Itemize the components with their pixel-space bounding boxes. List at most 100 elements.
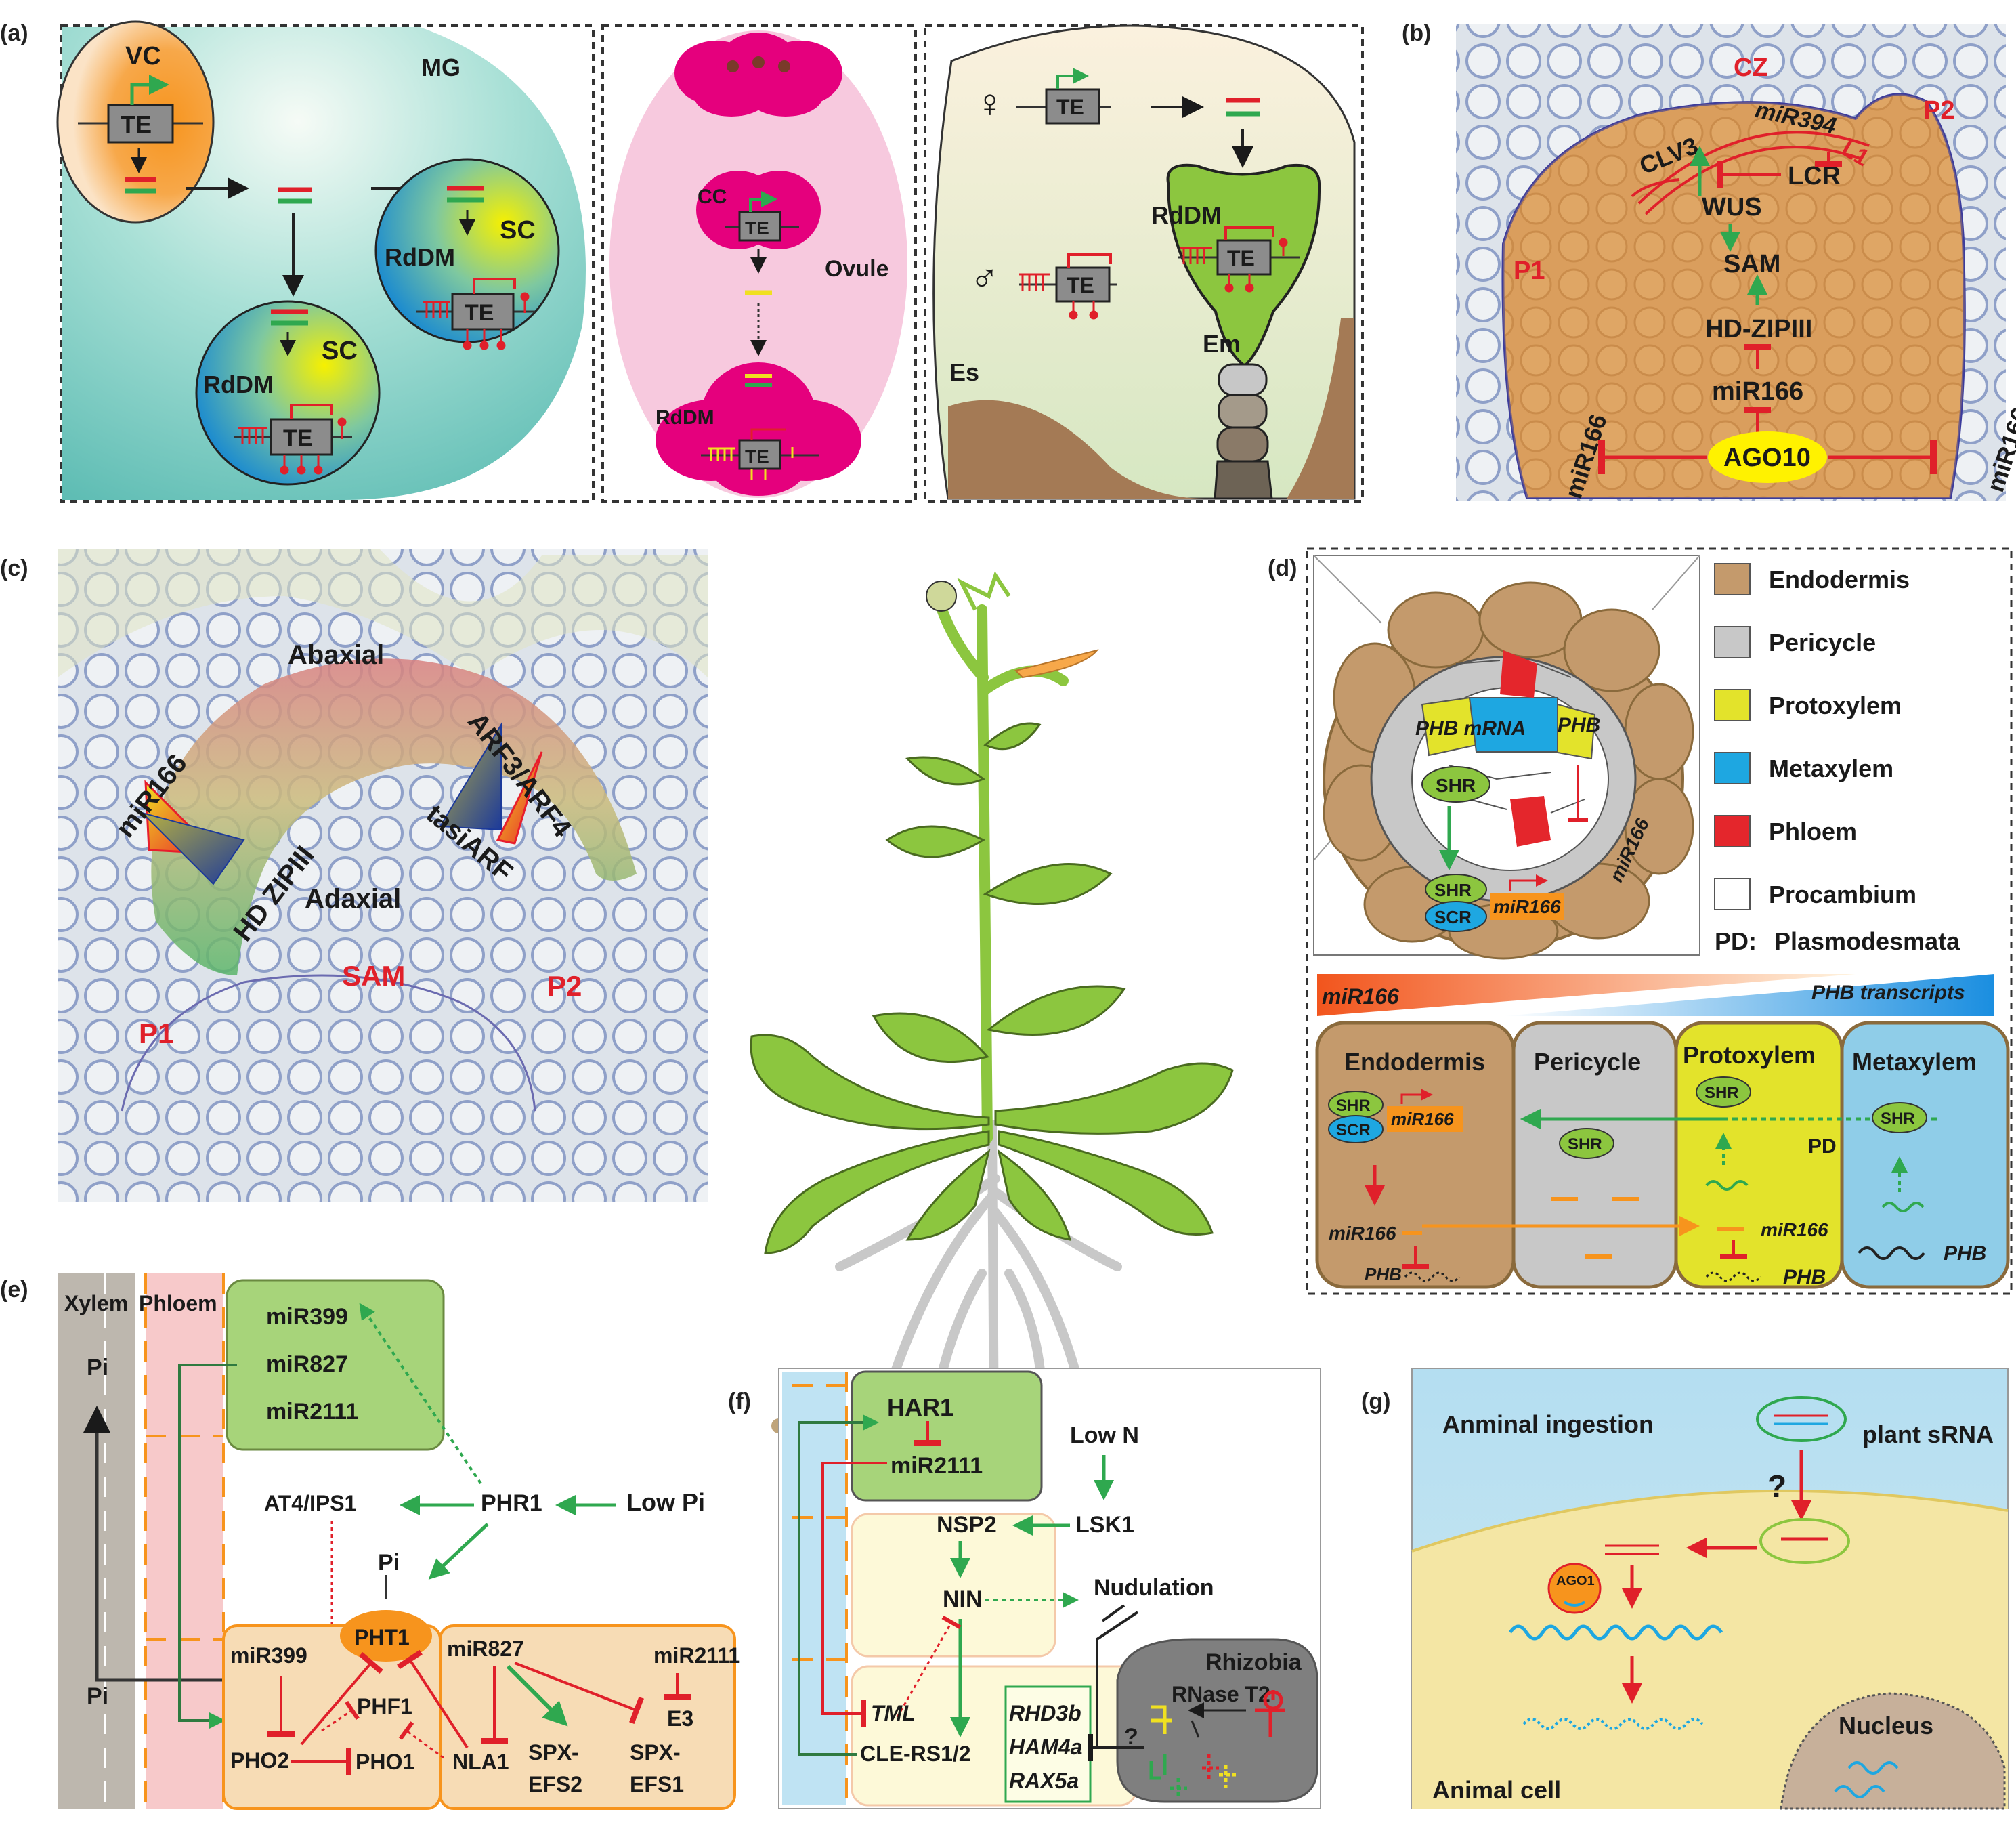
svg-text:RHD3b: RHD3b (1009, 1701, 1081, 1725)
svg-text:SAM: SAM (1723, 250, 1780, 278)
legend-label-endodermis: Endodermis (1769, 566, 1910, 593)
svg-text:PHF1: PHF1 (357, 1694, 412, 1718)
svg-text:E3: E3 (667, 1706, 693, 1731)
panel-g-label: (g) (1361, 1389, 1390, 1414)
svg-text:RdDM: RdDM (203, 371, 274, 398)
arabidopsis-plant (750, 571, 1234, 1658)
shr-oval (1421, 766, 1490, 803)
target-genes-box (1004, 1685, 1092, 1803)
svg-text:LCR: LCR (1788, 162, 1841, 190)
panel-d-label: (d) (1268, 555, 1297, 581)
svg-text:RAX5a: RAX5a (1009, 1769, 1079, 1793)
legend-pd-value: Plasmodesmata (1774, 927, 1960, 955)
svg-text:LSK1: LSK1 (1075, 1512, 1134, 1538)
svg-text:miR166: miR166 (1761, 1219, 1828, 1240)
legend-swatch-procambium (1714, 878, 1751, 910)
mir166-gradient (1317, 974, 1856, 1016)
svg-text:HAR1: HAR1 (887, 1393, 953, 1421)
har1-box (851, 1370, 1043, 1502)
svg-text:Xylem: Xylem (64, 1291, 128, 1315)
svg-text:SHR: SHR (1436, 775, 1476, 796)
panel-a: (a) MG VC TE SC RdDM TE (0, 20, 1364, 503)
svg-text:?: ? (1767, 1469, 1786, 1504)
d-frame (1306, 547, 2013, 1295)
svg-text:Pi: Pi (378, 1550, 400, 1576)
target-mrna (1508, 1624, 1723, 1641)
svg-text:SHR: SHR (1568, 1135, 1602, 1154)
svg-text:RdDM: RdDM (385, 243, 455, 271)
legend-label-procambium: Procambium (1769, 881, 1916, 908)
legend-label-phloem: Phloem (1769, 818, 1857, 845)
svg-text:P1: P1 (1514, 257, 1545, 285)
svg-text:SAM: SAM (342, 960, 405, 992)
svg-text:Pi: Pi (87, 1355, 108, 1380)
svg-text:miR399: miR399 (230, 1643, 307, 1668)
c-leaf-primordium (151, 658, 637, 975)
panel-c-label: (c) (0, 555, 28, 581)
svg-text:Adaxial: Adaxial (305, 884, 401, 914)
svg-text:SHR: SHR (1336, 1097, 1371, 1115)
svg-text:TE: TE (745, 217, 769, 238)
legend-swatch-metaxylem (1714, 752, 1751, 784)
svg-text:PHR1: PHR1 (481, 1490, 542, 1516)
panel-e-label: (e) (0, 1277, 28, 1303)
svg-text:♀: ♀ (975, 81, 1005, 125)
svg-text:PD: PD (1808, 1135, 1837, 1158)
svg-text:plant sRNA: plant sRNA (1862, 1420, 1994, 1448)
trna-fragments (1149, 1690, 1285, 1798)
svg-text:NIN: NIN (943, 1586, 983, 1612)
panel-b: (b) CZ P2 miR394 L1 CLV3 LCR WUS SAM P1 … (1402, 20, 2016, 502)
panel-f-label: (f) (728, 1389, 751, 1414)
svg-text:Low N: Low N (1070, 1422, 1139, 1448)
svg-text:miR827: miR827 (447, 1637, 524, 1661)
a-frames (60, 24, 1364, 503)
svg-text:Abaxial: Abaxial (288, 640, 384, 670)
svg-text:SPX-: SPX- (630, 1740, 681, 1765)
svg-text:TE: TE (1067, 273, 1094, 297)
svg-text:Nudulation: Nudulation (1094, 1575, 1214, 1601)
svg-text:AGO1: AGO1 (1556, 1574, 1595, 1588)
svg-text:miR166: miR166 (1329, 1223, 1396, 1244)
svg-text:WUS: WUS (1702, 193, 1762, 222)
svg-text:SHR: SHR (1881, 1110, 1915, 1128)
arf-triangle (496, 751, 543, 845)
svg-text:♂: ♂ (970, 255, 1000, 299)
svg-text:AT4/IPS1: AT4/IPS1 (264, 1491, 356, 1515)
legend-label-protoxylem: Protoxylem (1769, 692, 1902, 719)
svg-text:CC: CC (698, 186, 727, 208)
svg-text:Phloem: Phloem (139, 1291, 217, 1315)
svg-text:miR166: miR166 (1391, 1109, 1454, 1129)
svg-text:PHO2: PHO2 (230, 1748, 289, 1773)
svg-text:SC: SC (500, 216, 536, 245)
svg-text:PHB: PHB (1365, 1264, 1402, 1284)
svg-text:TE: TE (283, 425, 312, 451)
svg-text:PHB: PHB (1944, 1242, 1986, 1265)
svg-text:Ovule: Ovule (825, 256, 888, 282)
svg-text:Pi: Pi (87, 1683, 108, 1709)
svg-text:P2: P2 (1923, 96, 1954, 125)
svg-text:miR166: miR166 (1493, 896, 1561, 917)
internal-vesicle (1759, 1518, 1850, 1564)
tasiarf-triangle (439, 722, 502, 831)
svg-text:?: ? (1124, 1724, 1138, 1750)
pht1-oval (340, 1610, 432, 1662)
plant-srna-vesicle (1756, 1396, 1847, 1442)
svg-text:Anminal ingestion: Anminal ingestion (1442, 1410, 1654, 1438)
svg-text:Rhizobia: Rhizobia (1205, 1649, 1302, 1675)
silique (1014, 649, 1099, 679)
legend-swatch-endodermis (1714, 563, 1751, 595)
ago10-oval (1708, 431, 1827, 483)
svg-text:TML: TML (871, 1701, 916, 1725)
svg-text:TE: TE (745, 446, 769, 467)
svg-text:Low Pi: Low Pi (626, 1488, 705, 1516)
b-meristem (1501, 93, 1966, 499)
panel-d: (d) PHB mRNA PHB SHR miR166 SHR (1268, 547, 2013, 1295)
legend-swatch-protoxylem (1714, 689, 1751, 721)
vc-label: VC (125, 42, 161, 70)
svg-text:AGO10: AGO10 (1723, 444, 1811, 472)
svg-text:HAM4a: HAM4a (1009, 1735, 1082, 1759)
hdzip-triangle (140, 811, 245, 885)
svg-text:PHB: PHB (1558, 714, 1600, 736)
svg-text:RdDM: RdDM (656, 406, 714, 429)
